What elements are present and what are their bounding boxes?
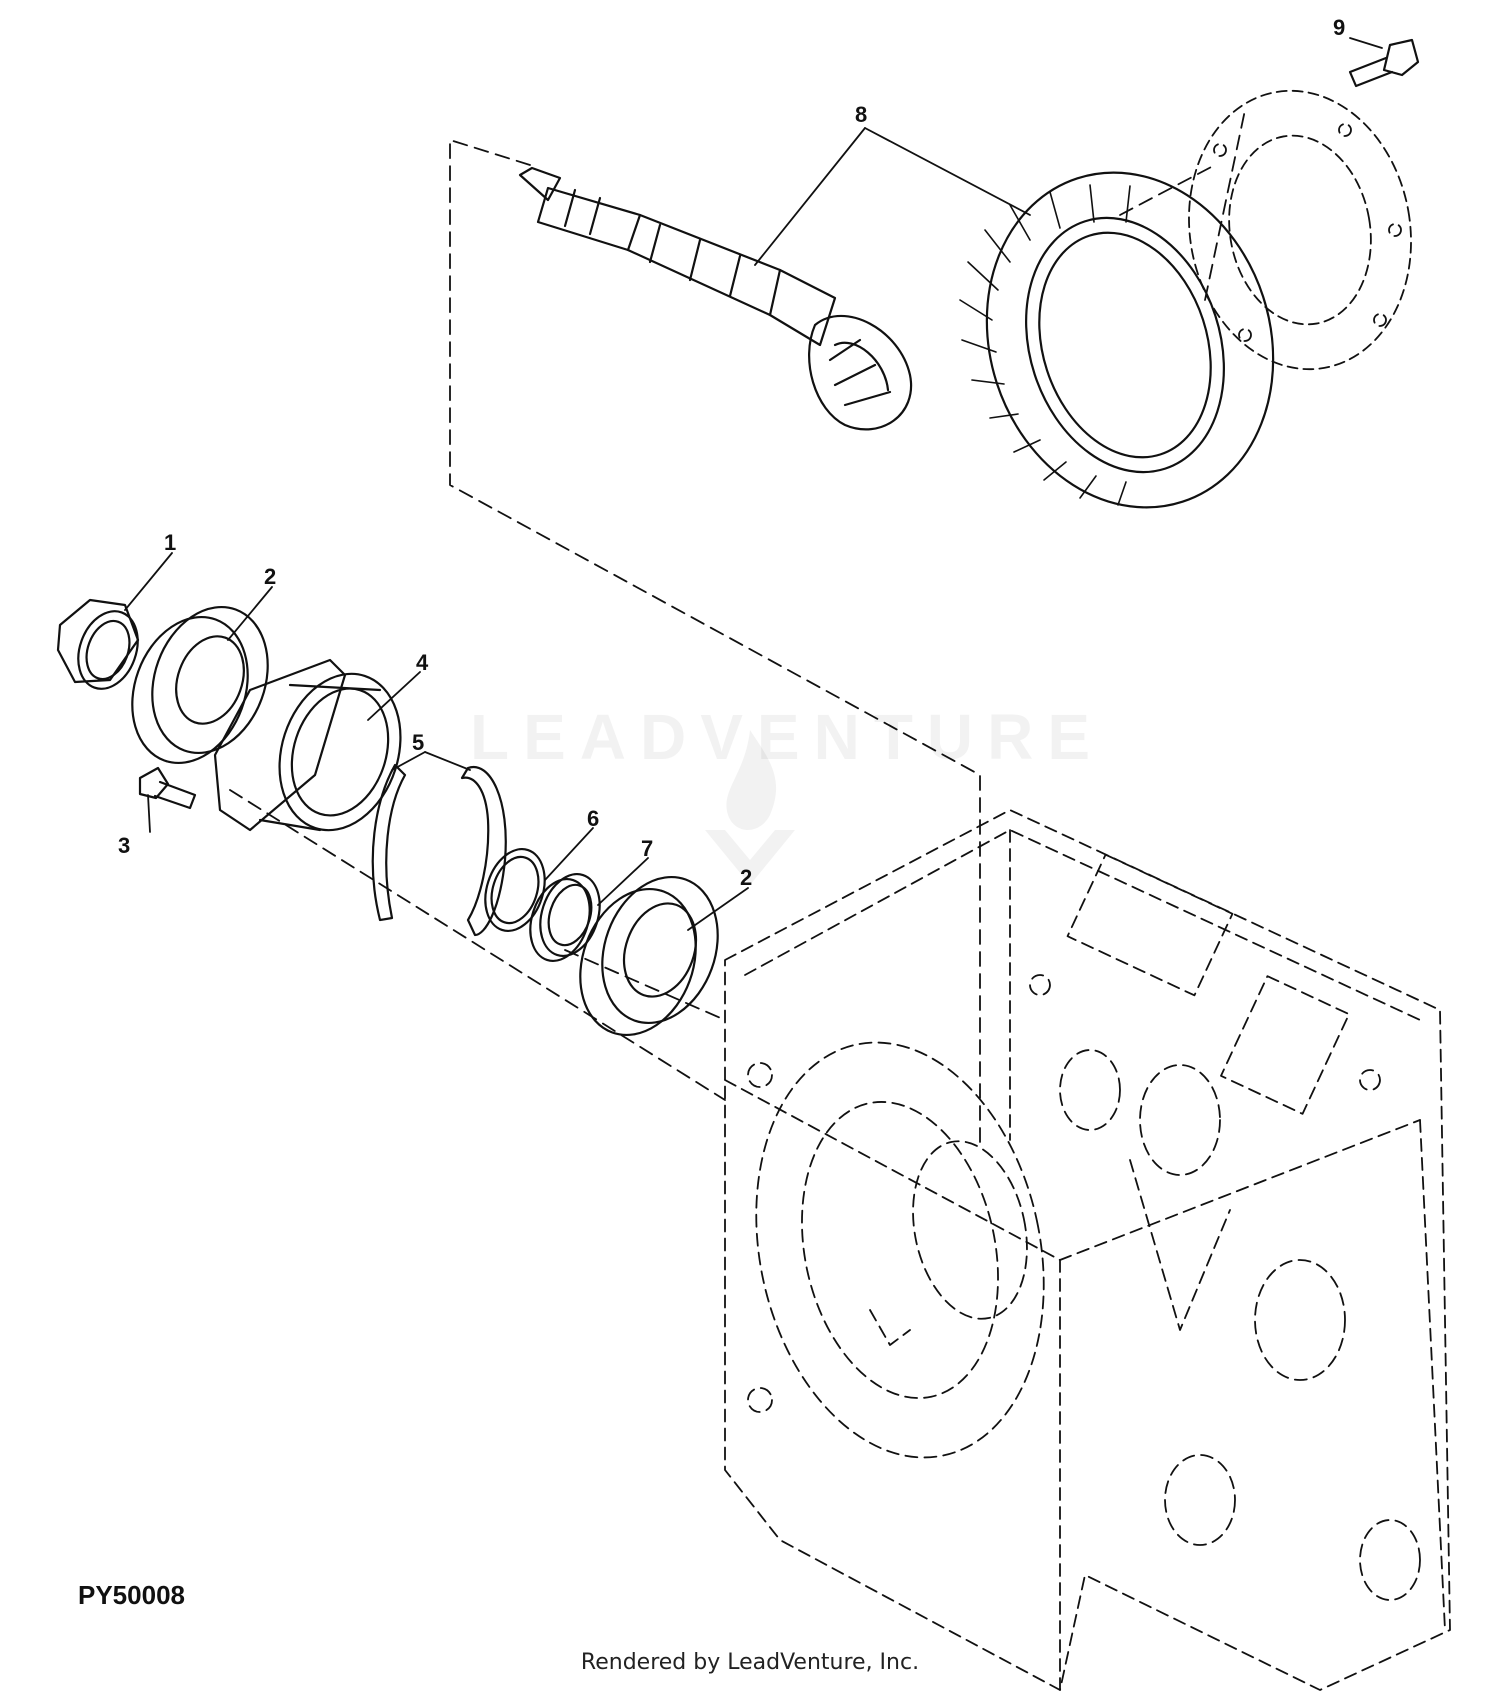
spacer-7 [529, 873, 601, 962]
assembly-dashed-lines [229, 109, 1246, 1151]
callout-8: 8 [855, 102, 867, 127]
pinion-shaft [518, 166, 913, 431]
watermark-text: LEADVENTURE [470, 701, 1105, 773]
callout-6: 6 [587, 806, 599, 831]
bolt-9 [1348, 38, 1420, 88]
footer-credit: Rendered by LeadVenture, Inc. [580, 1650, 920, 1675]
leader-lines [124, 37, 1383, 931]
callout-5: 5 [412, 730, 424, 755]
shim-5 [371, 763, 507, 937]
callout-2-lower: 2 [740, 865, 752, 890]
callouts: 1 2 3 4 5 6 7 2 8 9 [118, 15, 1345, 890]
watermark-logo [705, 730, 795, 885]
differential-carrier [1188, 89, 1412, 371]
drawing-id: PY50008 [78, 1580, 185, 1610]
transmission-housing [724, 809, 1451, 1691]
bolt-3 [138, 766, 197, 810]
callout-3: 3 [118, 833, 130, 858]
bearing-housing-4 [213, 658, 402, 832]
callout-1: 1 [164, 530, 176, 555]
bearing-2-lower [579, 875, 719, 1037]
callout-7: 7 [641, 836, 653, 861]
callout-4: 4 [416, 650, 429, 675]
nut-1 [56, 598, 140, 690]
ring-gear [959, 171, 1275, 509]
callout-9: 9 [1333, 15, 1345, 40]
o-ring-6 [484, 848, 546, 932]
bearing-2-upper [131, 605, 269, 765]
callout-2-upper: 2 [264, 564, 276, 589]
